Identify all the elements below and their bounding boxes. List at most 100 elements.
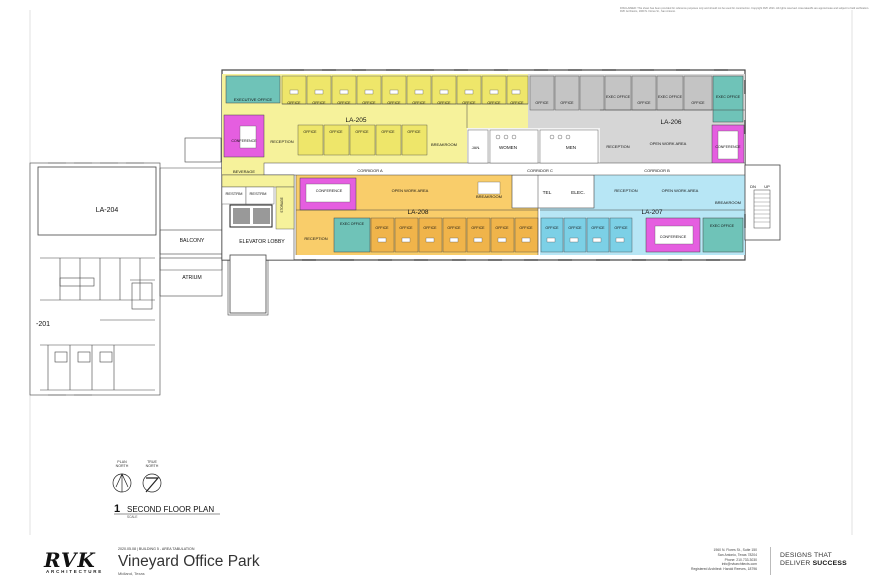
exec-office-la207 xyxy=(702,217,744,253)
interior-walls xyxy=(282,103,745,255)
plan-title: SECOND FLOOR PLAN xyxy=(127,505,215,514)
office-la207-0: OFFICE xyxy=(545,226,559,230)
corridor-band xyxy=(263,162,746,176)
room-breakroom-la208: BREAKROOM xyxy=(476,194,502,199)
la206-offices-fill xyxy=(529,75,713,111)
core-fixtures xyxy=(467,129,599,164)
room-jan: JAN. xyxy=(472,145,481,150)
room-elec: ELEC. xyxy=(571,190,585,196)
room-women: WOMEN xyxy=(499,145,517,150)
window-ticks xyxy=(290,69,746,261)
suite-labels: LA-205 LA-206 LA-208 LA-207 LA-204 -201 xyxy=(36,117,682,328)
storage-room xyxy=(275,186,295,230)
office-la207-2: OFFICE xyxy=(591,226,605,230)
label-la205: LA-205 xyxy=(346,117,367,124)
room-reception-la205: RECEPTION xyxy=(270,139,293,144)
office-la205-mid-1: OFFICE xyxy=(329,130,343,134)
room-open-work-la208: OPEN WORK AREA xyxy=(392,188,429,193)
stair-dn: DN xyxy=(750,184,756,189)
office-la208-6: OFFICE xyxy=(519,226,533,230)
la208-offices-fill xyxy=(370,217,539,253)
office-la205-top-3: OFFICE xyxy=(362,101,376,105)
office-la205-top-9: OFFICE xyxy=(510,101,524,105)
room-labels: EXECUTIVE OFFICE CONFERENCE RECEPTION BR… xyxy=(180,97,771,281)
office-la208-2: OFFICE xyxy=(423,226,437,230)
label-la201: -201 xyxy=(36,321,50,328)
room-open-work-la206: OPEN WORK AREA xyxy=(650,141,687,146)
office-la205-top-1: OFFICE xyxy=(312,101,326,105)
room-reception-la206: RECEPTION xyxy=(606,144,629,149)
label-la204: LA-204 xyxy=(96,207,119,214)
room-conference-la205: CONFERENCE xyxy=(231,139,257,143)
room-reception-la208: RECEPTION xyxy=(304,236,327,241)
office-la208-3: OFFICE xyxy=(447,226,461,230)
office-la205-top-7: OFFICE xyxy=(462,101,476,105)
office-la205-mid-0: OFFICE xyxy=(303,130,317,134)
plan-north-icon xyxy=(112,473,132,493)
plan-number: 1 xyxy=(114,503,121,515)
project-meta: 2020.05.08 | BUILDING 5 - AREA TABULATIO… xyxy=(118,547,195,551)
room-breakroom-la207: BREAKROOM xyxy=(715,200,741,205)
room-balcony: BALCONY xyxy=(180,238,205,244)
room-beverage: BEVERAGE xyxy=(233,169,255,174)
project-location: Midland, Texas xyxy=(118,571,145,576)
project-title: Vineyard Office Park xyxy=(118,553,260,570)
exec-office-la208: EXEC OFFICE xyxy=(340,222,365,226)
la207-offices-fill xyxy=(540,217,633,253)
beverage-area xyxy=(221,174,295,188)
office-la205-mid-3: OFFICE xyxy=(381,130,395,134)
label-corridor-b: CORRIDOR B xyxy=(644,168,670,173)
exec-office-la206-c: EXEC OFFICE xyxy=(716,95,741,99)
room-atrium: ATRIUM xyxy=(182,275,202,281)
label-corridor-c: CORRIDOR C xyxy=(527,168,553,173)
office-la206-1: OFFICE xyxy=(560,101,574,105)
label-la208: LA-208 xyxy=(408,209,429,216)
room-reception-la207: RECEPTION xyxy=(614,188,637,193)
office-labels: OFFICE OFFICE OFFICE OFFICE OFFICE OFFICE OFFI… xyxy=(287,95,740,230)
plan-scale: SCALE xyxy=(127,515,138,519)
office-la205-top-8: OFFICE xyxy=(487,101,501,105)
office-la206-0: OFFICE xyxy=(535,101,549,105)
office-la205-mid-2: OFFICE xyxy=(355,130,369,134)
room-tel: TEL xyxy=(543,190,552,196)
stair-up: UP xyxy=(764,184,770,189)
office-la205-mid-4: OFFICE xyxy=(407,130,421,134)
office-la207-3: OFFICE xyxy=(614,226,628,230)
exec-office-la206-b: EXEC OFFICE xyxy=(658,95,683,99)
west-stair xyxy=(229,254,267,314)
office-la205-top-6: OFFICE xyxy=(437,101,451,105)
left-wing xyxy=(29,137,269,396)
office-la206-c0: OFFICE xyxy=(691,101,705,105)
room-restrm-2: RESTRM xyxy=(250,191,267,196)
label-la206: LA-206 xyxy=(661,119,682,126)
label-corridor-a: CORRIDOR A xyxy=(357,168,383,173)
office-la208-1: OFFICE xyxy=(399,226,413,230)
logo-subtitle: ARCHITECTURE xyxy=(46,569,104,574)
exec-office-la208 xyxy=(333,217,371,253)
room-conference-la206: CONFERENCE xyxy=(715,145,741,149)
room-conference-la207: CONFERENCE xyxy=(660,235,687,239)
room-men: MEN xyxy=(566,145,576,150)
office-la205-top-5: OFFICE xyxy=(412,101,426,105)
label-la207: LA-207 xyxy=(642,209,663,216)
office-la208-5: OFFICE xyxy=(495,226,509,230)
room-storage: STORAGE xyxy=(280,197,284,213)
restroom-2 xyxy=(245,186,275,205)
exec-office-la206-a: EXEC OFFICE xyxy=(606,95,631,99)
room-executive-office: EXECUTIVE OFFICE xyxy=(234,97,273,102)
true-north-icon xyxy=(142,473,162,493)
room-open-work-la207: OPEN WORK AREA xyxy=(662,188,699,193)
office-la206-b0: OFFICE xyxy=(637,101,651,105)
room-conference-la208: CONFERENCE xyxy=(316,189,343,193)
exec-office-la207: EXEC OFFICE xyxy=(710,224,735,228)
office-la205-top-4: OFFICE xyxy=(387,101,401,105)
office-la205-top-0: OFFICE xyxy=(287,101,301,105)
exec-office-la206 xyxy=(712,75,744,123)
tel-elec-core xyxy=(511,174,595,209)
office-la207-1: OFFICE xyxy=(568,226,582,230)
firm-address: 1960 N. Flores St., Suite 150 San Antoni… xyxy=(691,548,757,572)
